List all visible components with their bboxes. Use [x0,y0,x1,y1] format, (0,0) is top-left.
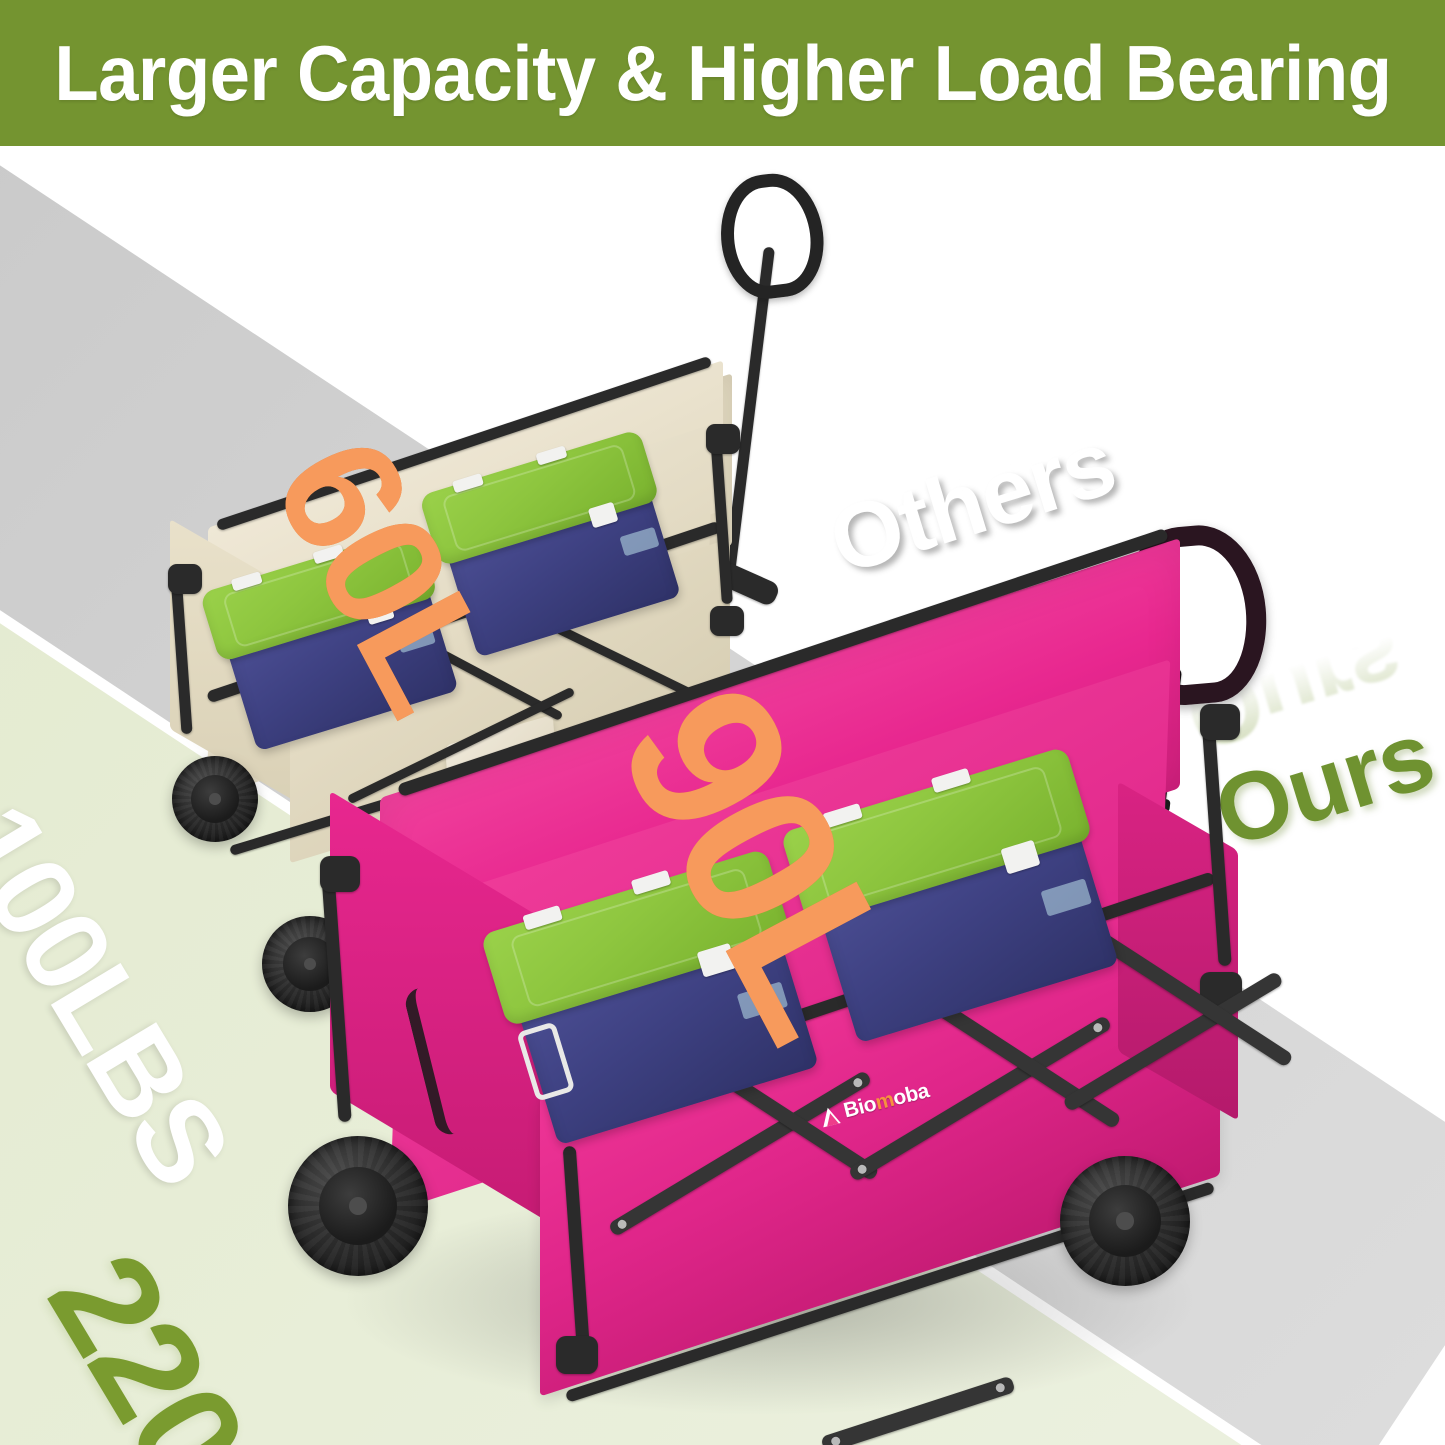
others-corner-cap-right [706,424,740,454]
others-wheel-rear-left [172,756,258,842]
stabilizer-rivet [994,1382,1006,1394]
ours-wheel-rear-right [1060,1156,1190,1286]
crossbar-rivet [1091,1021,1105,1034]
ours-corner-cap-left [320,856,360,892]
ours-wagon [270,386,1294,1445]
scene: 100LBS 220LBS Others Others Ours Ours [0,146,1445,1445]
crossbar-rivet [615,1218,629,1231]
brand-mark-icon [819,1104,842,1127]
ours-wheel-rear-left [288,1136,428,1276]
ours-corner-cap-right [1200,704,1240,740]
ours-corner-cap-bottom [556,1336,598,1374]
crossbar-rivet [855,1163,869,1176]
wheel-hub [318,1166,398,1246]
others-corner-cap-front [710,606,744,636]
others-corner-cap-left [168,564,202,594]
wheel-hub [190,774,240,824]
crossbar-rivet [851,1076,865,1089]
others-handle-grip [713,168,831,304]
headline-banner: Larger Capacity & Higher Load Bearing [0,0,1445,146]
headline-text: Larger Capacity & Higher Load Bearing [53,29,1392,117]
stabilizer-rivet [830,1435,842,1445]
wheel-hub [1088,1184,1162,1258]
